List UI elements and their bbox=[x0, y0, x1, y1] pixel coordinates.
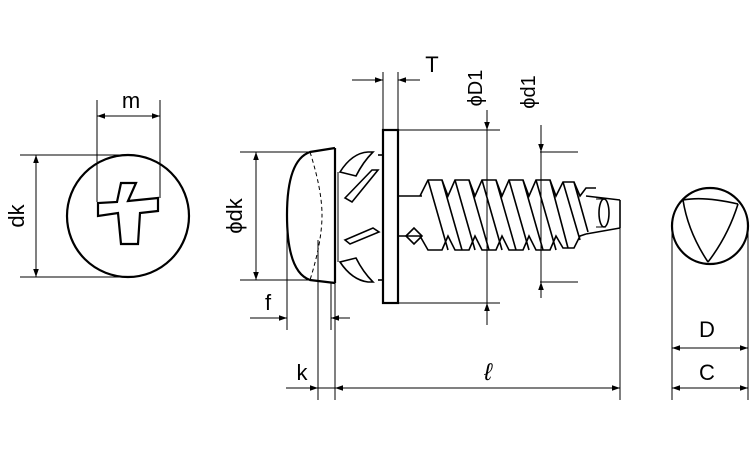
washer-coil-lower bbox=[343, 227, 381, 245]
washer-coil-upper bbox=[343, 169, 380, 204]
screw-tip bbox=[585, 195, 621, 235]
D-label: D bbox=[699, 317, 715, 342]
flat-washer bbox=[381, 128, 400, 305]
tip-cut-upper bbox=[682, 197, 739, 205]
thread-profile-bottom bbox=[419, 233, 587, 251]
thread-start-diamond bbox=[404, 226, 424, 246]
thread-crests bbox=[427, 179, 589, 251]
washer-lower-half bbox=[338, 257, 375, 283]
screw-side-view: ϕdk f k ℓ T ϕD1 bbox=[222, 52, 621, 400]
C-label: C bbox=[699, 360, 715, 385]
dk-label: dk bbox=[4, 203, 29, 227]
phi-dk-label: ϕdk bbox=[222, 197, 247, 234]
head-outline-circle bbox=[65, 153, 191, 279]
head-top-view: m dk bbox=[4, 88, 191, 279]
spring-washer bbox=[337, 151, 381, 283]
recess-hidden-line bbox=[309, 151, 323, 281]
washer-upper-half bbox=[338, 151, 375, 177]
pan-head-dome bbox=[285, 146, 336, 285]
phi-d1-label: ϕd1 bbox=[518, 75, 540, 108]
phi-D1-label: ϕD1 bbox=[465, 70, 487, 107]
T-label: T bbox=[425, 52, 438, 77]
k-label: k bbox=[297, 360, 309, 385]
tip-cut-left bbox=[682, 199, 709, 263]
ell-label: ℓ bbox=[483, 359, 493, 386]
tip-end-view: D C bbox=[670, 186, 750, 400]
tip-cut-right bbox=[707, 203, 739, 263]
phillips-recess bbox=[96, 181, 160, 246]
m-label: m bbox=[122, 88, 140, 113]
f-label: f bbox=[265, 290, 272, 315]
